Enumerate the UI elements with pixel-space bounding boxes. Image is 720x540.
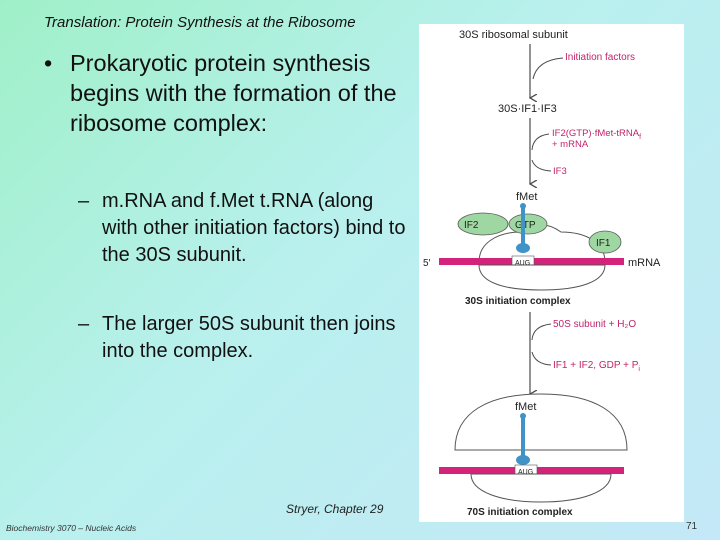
label-step4: IF1 + IF2, GDP + Pi — [553, 360, 640, 373]
arrow-if3-out — [531, 159, 552, 172]
label-five-prime: 5′ — [423, 258, 431, 269]
gtp-bound — [508, 213, 548, 235]
arrow-if2-in — [531, 133, 550, 151]
sub-bullet-50s: – The larger 50S subunit then joins into… — [78, 311, 408, 365]
label-initiation-factors: Initiation factors — [565, 52, 635, 63]
label-aug-1: AUG — [515, 260, 530, 267]
slide-title: Translation: Protein Synthesis at the Ri… — [44, 14, 356, 31]
sub-bullet-dash: – — [78, 190, 90, 212]
main-bullet-text: Prokaryotic protein synthesis begins wit… — [70, 50, 397, 136]
label-if2: IF2 — [464, 220, 479, 231]
sub-bullet-text: The larger 50S subunit then joins into t… — [102, 313, 396, 362]
arrow-factors-out — [531, 351, 552, 366]
label-30s-complex: 30S initiation complex — [465, 296, 571, 307]
label-gtp: GTP — [515, 220, 536, 231]
trna-anticodon-1 — [516, 243, 530, 253]
large-subunit-50s — [454, 393, 628, 451]
label-if1: IF1 — [596, 238, 611, 249]
if2-factor — [457, 212, 509, 236]
trna-anticodon-2 — [516, 455, 530, 465]
if1-factor — [588, 230, 622, 254]
label-30s-subunit: 30S ribosomal subunit — [459, 29, 568, 41]
sub-bullet-text: m.RNA and f.Met t.RNA (along with other … — [102, 190, 406, 266]
label-mrna: mRNA — [628, 257, 661, 269]
initiation-figure: 30S ribosomal subunit Initiation factors… — [419, 24, 684, 522]
small-subunit-70s — [470, 473, 612, 503]
fmet-residue-1 — [520, 203, 526, 209]
arrow-factor-in — [532, 57, 564, 80]
label-step2-line2: + mRNA — [552, 139, 589, 150]
label-70s-complex: 70S initiation complex — [467, 507, 573, 518]
main-bullet: • Prokaryotic protein synthesis begins w… — [44, 48, 404, 138]
trna-stem-2 — [521, 418, 525, 460]
label-fmet-1: fMet — [516, 191, 537, 203]
footer-course: Biochemistry 3070 – Nucleic Acids — [6, 523, 137, 533]
label-step3: 50S subunit + H₂O — [553, 319, 636, 330]
label-if3: IF3 — [553, 166, 567, 177]
fmet-residue-2 — [520, 413, 526, 419]
source-citation: Stryer, Chapter 29 — [286, 502, 384, 516]
label-step2-line1: IF2(GTP)·fMet-tRNAf — [552, 128, 641, 141]
sub-bullet-dash: – — [78, 313, 90, 335]
sub-bullet-mrna: – m.RNA and f.Met t.RNA (along with othe… — [78, 188, 408, 269]
trna-stem-1 — [521, 208, 525, 248]
page-number: 71 — [686, 521, 698, 532]
label-fmet-2: fMet — [515, 401, 536, 413]
ribosome-lower-30s — [478, 264, 606, 291]
label-intermediate: 30S·IF1·IF3 — [498, 103, 557, 115]
arrow-50s-in — [531, 323, 552, 341]
bullet-dot: • — [44, 50, 53, 76]
label-aug-2: AUG — [518, 469, 533, 476]
